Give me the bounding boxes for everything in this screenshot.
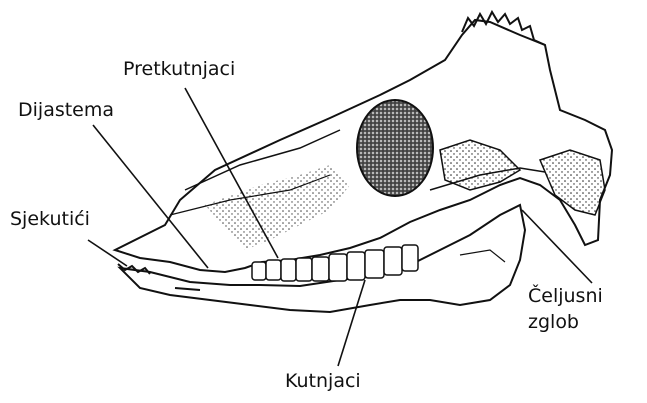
label-celjusni-line2: zglob bbox=[528, 309, 603, 335]
orbit bbox=[357, 100, 433, 196]
label-sjekutici: Sjekutići bbox=[10, 208, 90, 230]
label-celjusni-line1: Čeljusni bbox=[528, 283, 603, 309]
label-pretkutnjaci: Pretkutnjaci bbox=[123, 58, 235, 80]
label-celjusni-zglob: Čeljusni zglob bbox=[528, 283, 603, 335]
label-dijastema: Dijastema bbox=[18, 99, 114, 121]
label-kutnjaci: Kutnjaci bbox=[285, 370, 361, 392]
occipital-shade bbox=[540, 150, 605, 215]
